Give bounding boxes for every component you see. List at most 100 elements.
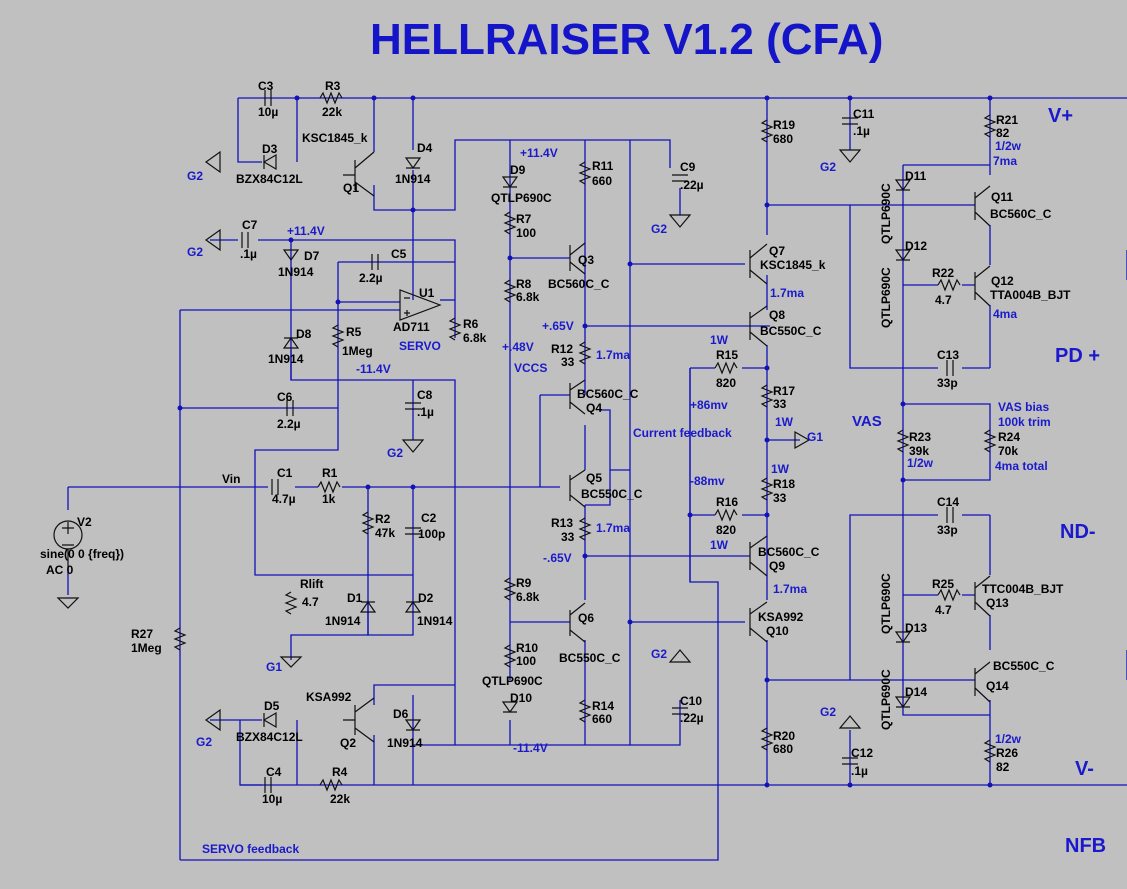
transistor-q6 bbox=[569, 602, 586, 643]
svg-text:D14: D14 bbox=[905, 685, 927, 699]
svg-text:Q7: Q7 bbox=[769, 244, 785, 258]
svg-text:R23: R23 bbox=[909, 430, 931, 444]
transistor-q14 bbox=[974, 661, 991, 703]
svg-text:BC560C_C: BC560C_C bbox=[990, 207, 1052, 221]
svg-text:1W: 1W bbox=[771, 462, 790, 476]
svg-text:1k: 1k bbox=[322, 492, 336, 506]
ground-g2-a bbox=[204, 150, 221, 174]
svg-text:BC550C_C: BC550C_C bbox=[760, 324, 822, 338]
svg-text:C7: C7 bbox=[242, 218, 258, 232]
svg-text:-88mv: -88mv bbox=[690, 474, 725, 488]
led-d14 bbox=[894, 696, 912, 709]
transistor-q5 bbox=[569, 469, 586, 508]
ground-g2-g bbox=[838, 715, 862, 729]
svg-text:R15: R15 bbox=[716, 348, 738, 362]
svg-text:4.7: 4.7 bbox=[935, 603, 952, 617]
capacitor-c8 bbox=[405, 402, 421, 410]
svg-text:33: 33 bbox=[561, 530, 575, 544]
ground-v2 bbox=[56, 597, 80, 609]
svg-text:-.65V: -.65V bbox=[543, 551, 572, 565]
diode-d8 bbox=[282, 336, 300, 349]
resistor-r16 bbox=[714, 508, 738, 522]
svg-text:C13: C13 bbox=[937, 348, 959, 362]
svg-text:BC560C_C: BC560C_C bbox=[577, 387, 639, 401]
svg-text:D8: D8 bbox=[296, 327, 312, 341]
svg-text:Rlift: Rlift bbox=[300, 577, 323, 591]
svg-text:1N914: 1N914 bbox=[417, 614, 453, 628]
svg-text:R27: R27 bbox=[131, 627, 153, 641]
svg-text:G2: G2 bbox=[820, 160, 836, 174]
svg-text:KSC1845_k: KSC1845_k bbox=[760, 258, 826, 272]
diode-d6 bbox=[404, 719, 422, 732]
page-title: HELLRAISER V1.2 (CFA) bbox=[370, 15, 883, 64]
svg-text:Q12: Q12 bbox=[991, 274, 1014, 288]
svg-text:4.7µ: 4.7µ bbox=[272, 492, 296, 506]
svg-text:100: 100 bbox=[516, 654, 536, 668]
ground-g1-a bbox=[279, 656, 303, 668]
svg-text:33: 33 bbox=[773, 397, 787, 411]
diode-d4 bbox=[404, 157, 422, 170]
svg-text:820: 820 bbox=[716, 376, 736, 390]
svg-text:D4: D4 bbox=[417, 141, 433, 155]
svg-text:VCCS: VCCS bbox=[514, 361, 547, 375]
svg-text:VAS bias: VAS bias bbox=[998, 400, 1049, 414]
svg-text:BZX84C12L: BZX84C12L bbox=[236, 730, 303, 744]
label-vas: VAS bbox=[852, 413, 882, 430]
transistor-q7 bbox=[749, 243, 768, 285]
svg-text:G2: G2 bbox=[651, 647, 667, 661]
svg-text:QTLP690C: QTLP690C bbox=[879, 183, 893, 244]
ground-g2-h bbox=[204, 708, 221, 732]
svg-text:C2: C2 bbox=[421, 511, 437, 525]
svg-text:QTLP690C: QTLP690C bbox=[879, 573, 893, 634]
svg-text:AC 0: AC 0 bbox=[46, 563, 74, 577]
svg-text:+11.4V: +11.4V bbox=[520, 146, 558, 160]
svg-text:10µ: 10µ bbox=[258, 105, 278, 119]
svg-text:R22: R22 bbox=[932, 266, 954, 280]
svg-text:C4: C4 bbox=[266, 765, 282, 779]
svg-text:6.8k: 6.8k bbox=[516, 290, 540, 304]
svg-text:100k trim: 100k trim bbox=[998, 415, 1051, 429]
capacitor-c4 bbox=[264, 777, 272, 793]
svg-text:D7: D7 bbox=[304, 249, 320, 263]
svg-text:6.8k: 6.8k bbox=[516, 590, 540, 604]
resistor-r27 bbox=[173, 627, 187, 651]
svg-text:1N914: 1N914 bbox=[325, 614, 361, 628]
svg-text:1/2w: 1/2w bbox=[995, 732, 1022, 746]
svg-text:C5: C5 bbox=[391, 247, 407, 261]
svg-text:KSC1845_k: KSC1845_k bbox=[302, 131, 368, 145]
led-d10 bbox=[501, 701, 519, 714]
rail-pd: PD + bbox=[1055, 345, 1100, 367]
svg-text:+.48V: +.48V bbox=[502, 340, 534, 354]
svg-text:BC550C_C: BC550C_C bbox=[559, 651, 621, 665]
rail-vminus: V- bbox=[1075, 758, 1094, 780]
transistor-q4 bbox=[569, 379, 586, 415]
svg-text:.1µ: .1µ bbox=[240, 247, 257, 261]
svg-text:R6: R6 bbox=[463, 317, 479, 331]
svg-text:R10: R10 bbox=[516, 641, 538, 655]
resistor-r18 bbox=[760, 477, 774, 501]
wires bbox=[67, 97, 1127, 861]
svg-text:KSA992: KSA992 bbox=[306, 690, 352, 704]
svg-text:820: 820 bbox=[716, 523, 736, 537]
svg-text:1/2w: 1/2w bbox=[995, 139, 1022, 153]
svg-text:D11: D11 bbox=[905, 169, 927, 183]
svg-text:QTLP690C: QTLP690C bbox=[482, 674, 543, 688]
svg-text:R19: R19 bbox=[773, 118, 795, 132]
svg-text:R1: R1 bbox=[322, 466, 338, 480]
capacitor-c11 bbox=[842, 117, 858, 125]
svg-text:SERVO feedback: SERVO feedback bbox=[202, 842, 299, 856]
svg-text:.22µ: .22µ bbox=[680, 711, 704, 725]
svg-text:G2: G2 bbox=[187, 169, 203, 183]
svg-text:Q2: Q2 bbox=[340, 736, 356, 750]
svg-text:Q10: Q10 bbox=[766, 624, 789, 638]
svg-text:1.7ma: 1.7ma bbox=[770, 286, 804, 300]
svg-text:4.7: 4.7 bbox=[935, 293, 952, 307]
transistor-q2 bbox=[343, 697, 375, 743]
resistor-r7 bbox=[503, 211, 517, 235]
diode-d3 bbox=[262, 153, 277, 171]
svg-text:1.7ma: 1.7ma bbox=[596, 521, 630, 535]
resistor-r13 bbox=[578, 517, 592, 541]
svg-text:C11: C11 bbox=[853, 107, 875, 121]
